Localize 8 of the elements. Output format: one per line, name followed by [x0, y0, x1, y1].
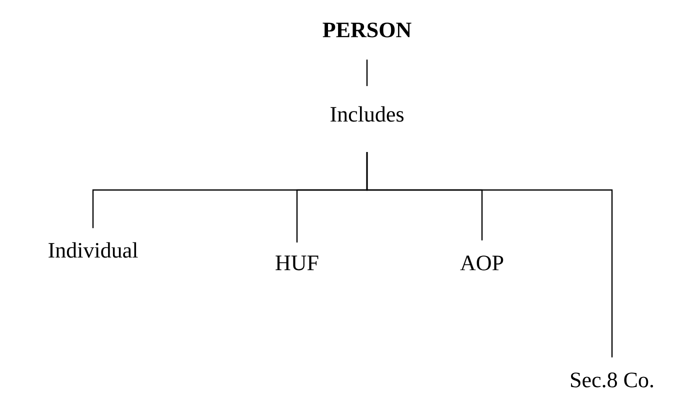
node-label: Individual — [48, 242, 138, 258]
connector-line — [366, 60, 368, 86]
heading-text: PERSON — [322, 22, 412, 38]
node-label: Includes — [330, 106, 404, 122]
node-label: AOP — [460, 256, 504, 270]
node-label: Sec.8 Co. — [571, 372, 654, 388]
connector-line — [366, 152, 613, 358]
node-label: HUF — [276, 256, 318, 270]
